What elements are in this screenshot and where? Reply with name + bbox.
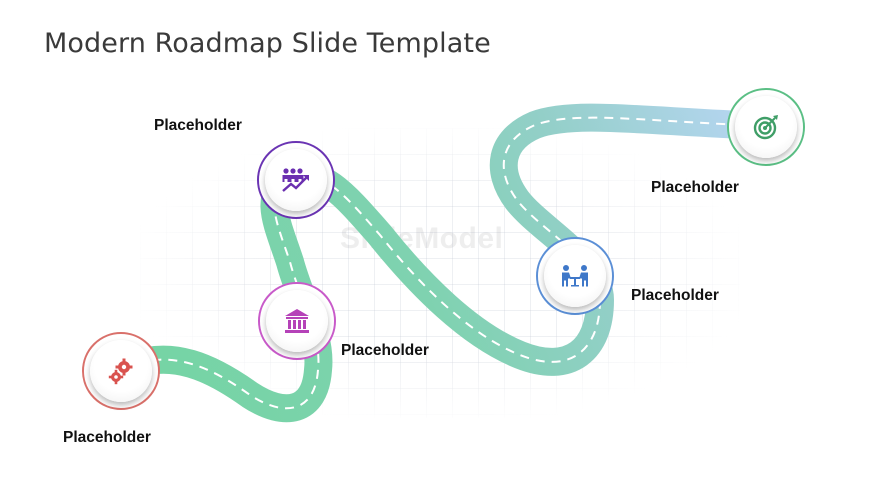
milestone-node-3[interactable] bbox=[257, 141, 335, 219]
milestone-node-5-face bbox=[735, 96, 797, 158]
grid-background bbox=[140, 128, 740, 418]
milestone-label-3: Placeholder bbox=[154, 117, 242, 134]
milestone-label-5: Placeholder bbox=[651, 179, 739, 196]
milestone-node-3-face bbox=[265, 149, 327, 211]
meeting-icon bbox=[562, 265, 588, 287]
milestone-label-1: Placeholder bbox=[63, 429, 151, 446]
milestone-node-2[interactable] bbox=[258, 282, 336, 360]
target-icon bbox=[753, 115, 778, 140]
gears-icon bbox=[108, 358, 133, 385]
milestone-label-4: Placeholder bbox=[631, 287, 719, 304]
milestone-node-4[interactable] bbox=[536, 237, 614, 315]
milestone-node-1[interactable] bbox=[82, 332, 160, 410]
road-path bbox=[115, 103, 769, 423]
milestone-node-4-face bbox=[544, 245, 606, 307]
milestone-node-1-face bbox=[90, 340, 152, 402]
slide-title: Modern Roadmap Slide Template bbox=[44, 28, 491, 59]
team-growth-icon bbox=[282, 168, 309, 192]
milestone-node-2-face bbox=[266, 290, 328, 352]
bank-icon bbox=[285, 309, 309, 333]
milestone-label-2: Placeholder bbox=[341, 342, 429, 359]
milestone-node-5[interactable] bbox=[727, 88, 805, 166]
